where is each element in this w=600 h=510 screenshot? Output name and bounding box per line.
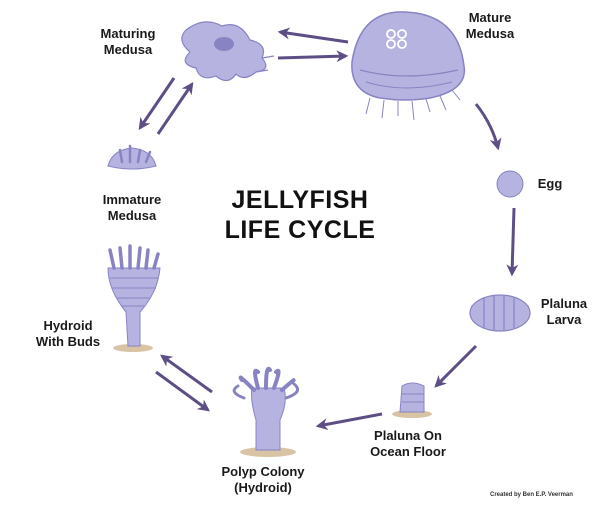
diagram-title: JELLYFISH LIFE CYCLE xyxy=(215,185,385,245)
credit-text: Created by Ben E.P. Veerman xyxy=(490,492,573,498)
title-line-1: JELLYFISH xyxy=(231,186,369,214)
cycle-arrows xyxy=(138,27,519,431)
arrow-maturing-to-mature xyxy=(277,50,349,63)
arrow-medusa-to-egg xyxy=(474,103,502,151)
label-plaluna-on-ocean-floor: Plaluna On Ocean Floor xyxy=(370,428,446,459)
arrow-maturing-to-immature xyxy=(138,77,176,130)
label-egg: Egg xyxy=(537,176,563,191)
label-plaluna-larva: Plaluna Larva xyxy=(540,296,588,327)
hydroid-with-buds-illustration xyxy=(107,244,161,352)
polyp-colony-illustration xyxy=(232,366,300,457)
arrow-larva-to-floor xyxy=(434,344,478,388)
title-line-2: LIFE CYCLE xyxy=(224,216,376,244)
arrow-polyp-to-hydroid xyxy=(160,354,213,394)
label-polyp-colony: Polyp Colony (Hydroid) xyxy=(221,464,305,495)
mature-medusa-illustration xyxy=(351,11,466,121)
plaluna-larva-illustration xyxy=(469,294,531,332)
egg-illustration xyxy=(496,170,524,198)
label-maturing-medusa: Maturing Medusa xyxy=(100,26,156,57)
arrow-floor-to-polyp xyxy=(315,412,383,431)
label-immature-medusa: Immature Medusa xyxy=(102,192,162,223)
immature-medusa-illustration xyxy=(107,144,157,170)
arrow-hydroid-to-polyp xyxy=(155,370,210,412)
label-hydroid-with-buds: Hydroid With Buds xyxy=(35,318,101,349)
arrow-immature-to-maturing xyxy=(156,82,194,135)
maturing-medusa-illustration xyxy=(181,21,275,82)
arrow-egg-to-larva xyxy=(506,207,519,277)
arrow-mature-to-maturing xyxy=(277,27,349,44)
label-mature-medusa: Mature Medusa xyxy=(465,10,515,41)
plaluna-ocean-floor-illustration xyxy=(392,382,432,418)
